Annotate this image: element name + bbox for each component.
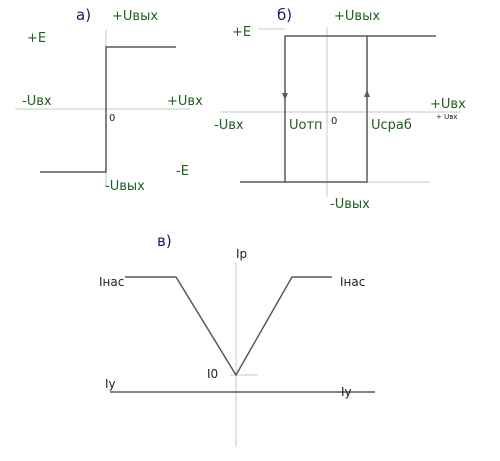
diagram-c-i-r: Iр	[236, 247, 247, 261]
diagram-a-transfer-curve	[40, 46, 176, 173]
diagram-b-origin: 0	[331, 116, 337, 127]
diagram-a-panel-label: а)	[76, 6, 91, 24]
diagram-b-panel-label: б)	[277, 6, 292, 24]
diagram-b-plus-u-in: +Uвх	[430, 97, 466, 112]
diagram-c-i-0: I0	[207, 367, 218, 381]
diagram-b-minus-u-out: -Uвых	[330, 197, 370, 212]
diagram-b-plus-u-out: +Uвых	[334, 9, 380, 24]
diagram-a-plus-u-in: +Uвх	[167, 94, 203, 109]
diagram-b-minus-u-in: -Uвх	[214, 118, 244, 133]
diagram-b-up-arrow-icon	[364, 90, 370, 97]
diagram-c-current-curve	[125, 276, 332, 377]
diagram-a-minus-u-in: -Uвх	[22, 94, 52, 109]
diagram-a-minus-e: -E	[176, 164, 189, 179]
diagram-a-minus-u-out: -Uвых	[105, 179, 145, 194]
diagram-c-panel-label: в)	[157, 232, 172, 250]
diagram-b-upper-branch	[284, 35, 436, 182]
diagram-c-i-sat-left: Iнас	[99, 275, 124, 289]
diagram-b-u-release: Uотп	[289, 118, 323, 133]
diagram-c-i-y-right: Iу	[341, 385, 352, 399]
diagram-b-lower-branch	[240, 36, 368, 183]
diagram-a-plus-u-out: +Uвых	[112, 9, 158, 24]
diagram-c: в) Iр Iнас Iнас I0 Iу Iу	[99, 232, 375, 447]
diagram-a-plus-e: +E	[27, 31, 46, 46]
diagram-c-i-y-left: Iу	[105, 377, 116, 391]
diagram-b-down-arrow-icon	[282, 93, 288, 100]
diagram-b-plus-e: +E	[232, 25, 251, 40]
diagram-b-u-trigger: Uсраб	[371, 118, 412, 133]
diagram-a-origin: 0	[109, 113, 115, 124]
diagram-b-tiny-u-in: + Uвх	[436, 113, 457, 121]
diagram-c-i-sat-right: Iнас	[340, 275, 365, 289]
diagram-b: б) +Uвых +E +Uвх + Uвх -Uвх Uотп 0 Uсраб…	[214, 6, 466, 212]
diagram-a: а) +Uвых +E -Uвх +Uвх 0 -E -Uвых	[15, 6, 203, 194]
